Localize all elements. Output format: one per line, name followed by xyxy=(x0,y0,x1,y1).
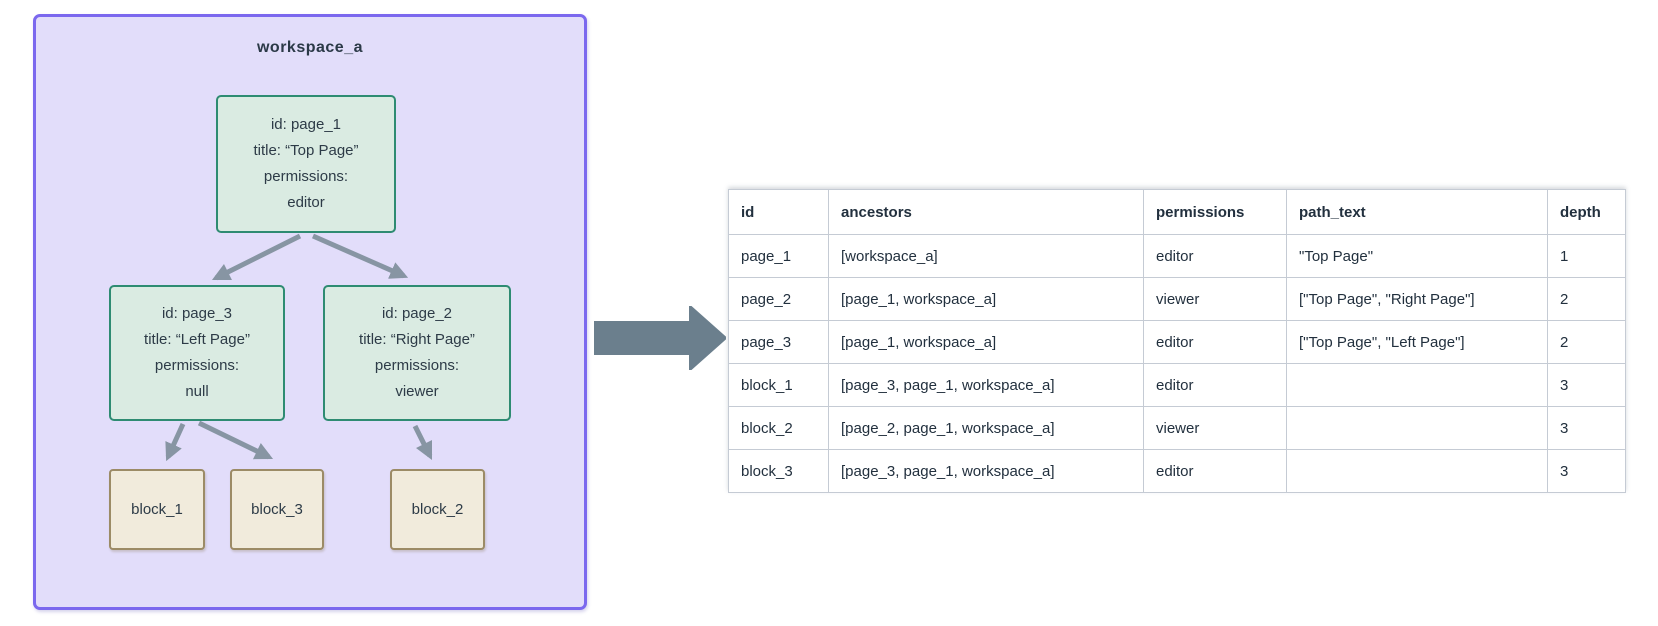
edge-page1-page2 xyxy=(311,233,409,279)
table-row: block_3 [page_3, page_1, workspace_a] ed… xyxy=(728,449,1626,493)
cell-depth: 3 xyxy=(1547,449,1626,493)
cell-permissions: editor xyxy=(1143,363,1287,407)
cell-path-text: ["Top Page", "Right Page"] xyxy=(1286,277,1548,321)
node-title-text: title: “Left Page” xyxy=(144,331,250,348)
column-header-permissions: permissions xyxy=(1143,189,1287,235)
table-row: page_1 [workspace_a] editor "Top Page" 1 xyxy=(728,234,1626,278)
node-title-text: title: “Top Page” xyxy=(253,142,359,159)
column-header-depth: depth xyxy=(1547,189,1626,235)
cell-path-text xyxy=(1286,449,1548,493)
cell-permissions: viewer xyxy=(1143,277,1287,321)
cell-id: page_1 xyxy=(728,234,829,278)
cell-id: block_3 xyxy=(728,449,829,493)
cell-ancestors: [page_1, workspace_a] xyxy=(828,320,1144,364)
node-label: block_1 xyxy=(131,501,183,518)
node-id-text: id: page_1 xyxy=(270,116,342,133)
node-page-1: id: page_1 title: “Top Page” permissions… xyxy=(216,95,396,233)
node-permissions-label: permissions: xyxy=(154,357,240,374)
node-permissions-value: viewer xyxy=(395,383,439,400)
workspace-title: workspace_a xyxy=(256,39,363,56)
node-label: block_3 xyxy=(251,501,303,518)
node-permissions-value: editor xyxy=(287,194,325,211)
cell-depth: 2 xyxy=(1547,277,1626,321)
tree-edges xyxy=(165,233,433,462)
column-header-ancestors: ancestors xyxy=(828,189,1144,235)
edge-page3-block1 xyxy=(165,422,186,462)
cell-permissions: editor xyxy=(1143,449,1287,493)
node-page-2: id: page_2 title: “Right Page” permissio… xyxy=(323,285,511,421)
node-permissions-value: null xyxy=(185,383,209,400)
node-block-1: block_1 xyxy=(109,469,205,550)
table-row: block_2 [page_2, page_1, workspace_a] vi… xyxy=(728,406,1626,450)
transform-arrow-icon xyxy=(594,306,726,370)
node-permissions-label: permissions: xyxy=(263,168,349,185)
cell-id: page_3 xyxy=(728,320,829,364)
cell-path-text: ["Top Page", "Left Page"] xyxy=(1286,320,1548,364)
column-header-id: id xyxy=(728,189,829,235)
node-permissions-label: permissions: xyxy=(374,357,460,374)
cell-depth: 3 xyxy=(1547,406,1626,450)
cell-path-text: "Top Page" xyxy=(1286,234,1548,278)
node-id-text: id: page_2 xyxy=(381,305,453,322)
workspace-container: workspace_a id: page_1 title: “Top Page”… xyxy=(33,14,587,610)
node-label: block_2 xyxy=(411,501,464,518)
cell-ancestors: [workspace_a] xyxy=(828,234,1144,278)
cell-path-text xyxy=(1286,406,1548,450)
node-id-text: id: page_3 xyxy=(161,305,233,322)
cell-id: page_2 xyxy=(728,277,829,321)
cell-depth: 1 xyxy=(1547,234,1626,278)
edge-page2-block2 xyxy=(412,424,433,461)
table-header-row: id ancestors permissions path_text depth xyxy=(728,189,1626,235)
cell-ancestors: [page_3, page_1, workspace_a] xyxy=(828,363,1144,407)
cell-depth: 3 xyxy=(1547,363,1626,407)
cell-permissions: viewer xyxy=(1143,406,1287,450)
node-block-2: block_2 xyxy=(390,469,485,550)
cell-id: block_2 xyxy=(728,406,829,450)
cell-permissions: editor xyxy=(1143,234,1287,278)
node-block-3: block_3 xyxy=(230,469,324,550)
table-row: page_3 [page_1, workspace_a] editor ["To… xyxy=(728,320,1626,364)
cell-ancestors: [page_1, workspace_a] xyxy=(828,277,1144,321)
cell-ancestors: [page_2, page_1, workspace_a] xyxy=(828,406,1144,450)
edge-page3-block3 xyxy=(197,420,274,460)
cell-ancestors: [page_3, page_1, workspace_a] xyxy=(828,449,1144,493)
node-page-3: id: page_3 title: “Left Page” permission… xyxy=(109,285,285,421)
table-row: page_2 [page_1, workspace_a] viewer ["To… xyxy=(728,277,1626,321)
cell-depth: 2 xyxy=(1547,320,1626,364)
node-title-text: title: “Right Page” xyxy=(359,331,475,348)
edge-page1-page3 xyxy=(211,233,302,281)
cell-id: block_1 xyxy=(728,363,829,407)
cell-permissions: editor xyxy=(1143,320,1287,364)
column-header-path-text: path_text xyxy=(1286,189,1548,235)
ancestors-table: id ancestors permissions path_text depth… xyxy=(728,189,1626,493)
table-row: block_1 [page_3, page_1, workspace_a] ed… xyxy=(728,363,1626,407)
cell-path-text xyxy=(1286,363,1548,407)
